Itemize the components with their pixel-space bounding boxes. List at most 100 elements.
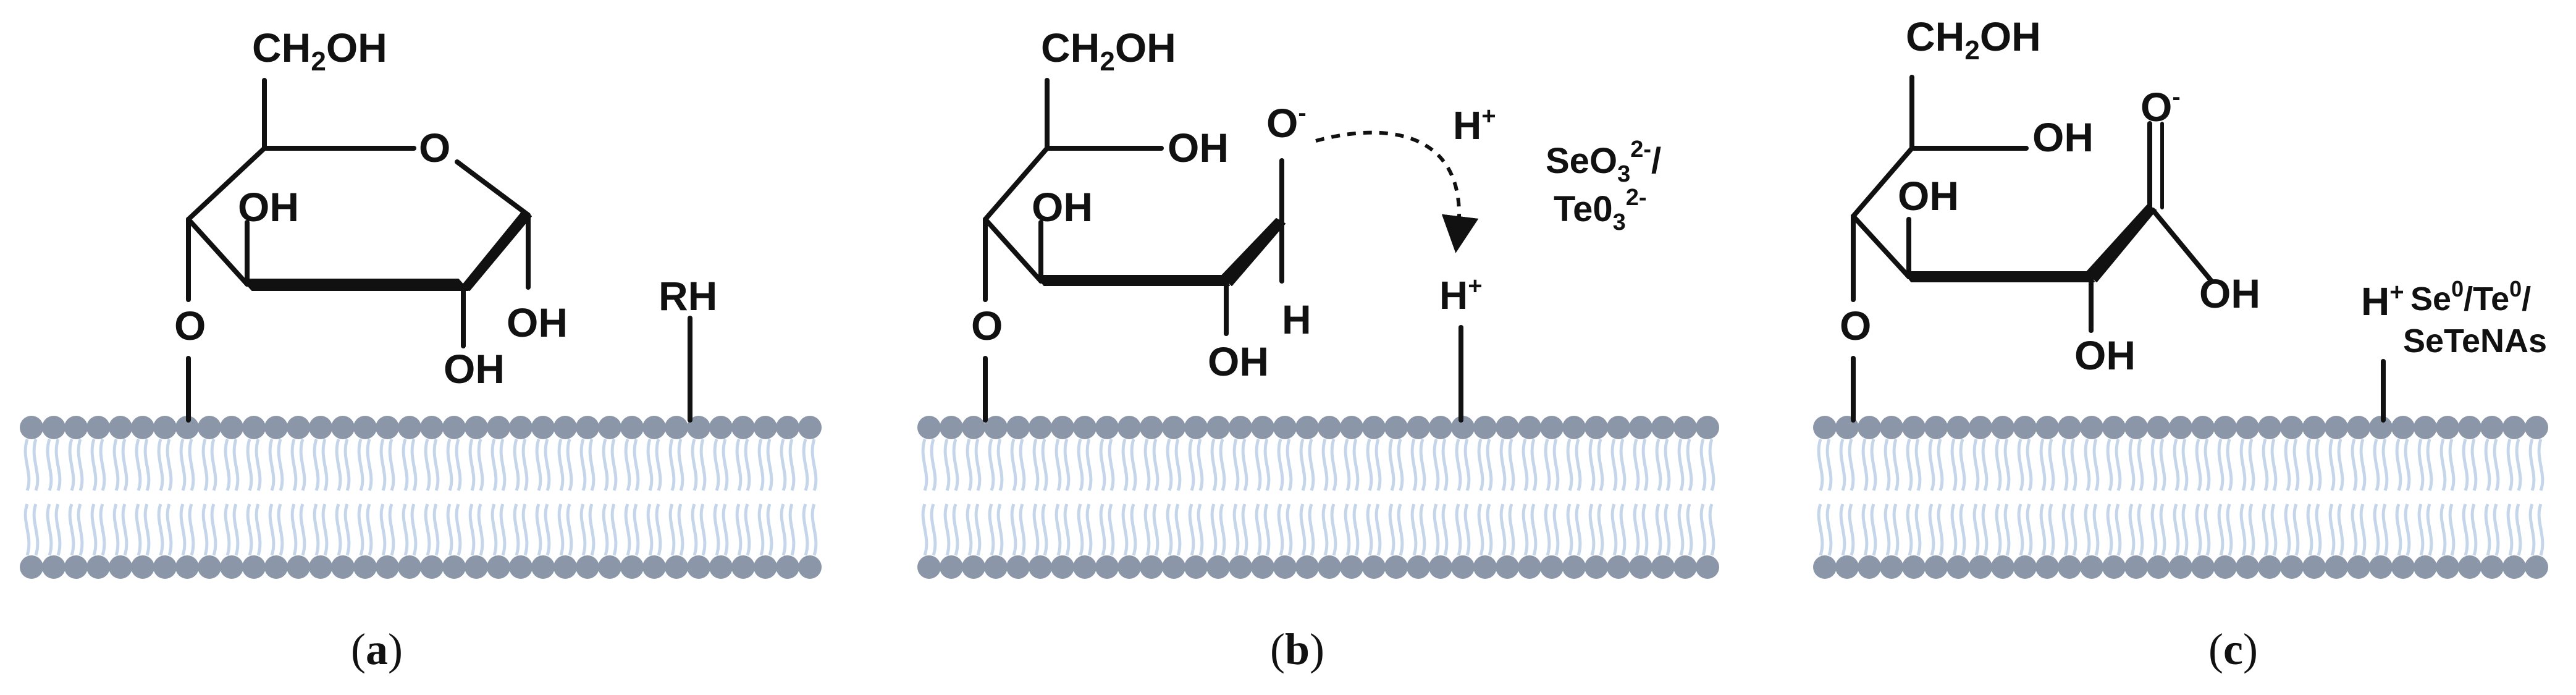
lipid-head [2058,416,2081,439]
lipid-head [1858,416,1881,439]
lipid-tail [1817,439,1824,491]
lipid-tail [1708,503,1715,556]
lipid-tail [1054,439,1062,491]
lipid-tail [2262,439,2269,491]
lipid-head [2480,555,2504,579]
lipid-tail [1241,439,1248,491]
lipid-head [1184,416,1208,439]
lipid-tail [135,439,142,491]
lipid-tail [1085,439,1093,491]
lipid-head [687,555,710,579]
lipid-tail [402,503,409,556]
lipid-head [2213,555,2237,579]
lipid-tail [1677,439,1685,491]
lipid-tail [246,503,253,556]
lipid-tail [988,503,995,556]
lipid-head [1651,416,1675,439]
lipid-bilayer-membrane-c [1813,416,2548,579]
linker-oxygen-b: O [971,303,1003,348]
lipid-head [984,555,1008,579]
lipid-tail [410,439,418,491]
lipid-head [665,416,688,439]
lipid-head [1429,416,1452,439]
lipid-tail [2337,503,2344,556]
lipid-head [20,416,43,439]
lipid-tail [1544,439,1551,491]
lipid-tail [1041,439,1048,491]
lipid-tail [1906,439,1913,491]
lipid-tail [744,439,751,491]
lipid-tail [255,439,262,491]
lipid-tail [277,503,284,556]
lipid-head [398,416,421,439]
lipid-tail [455,503,462,556]
lipid-tail [1188,439,1195,491]
lipid-tail [2128,503,2136,556]
lipid-tail [2262,503,2269,556]
lipid-tail [1441,439,1449,491]
lipid-tail [655,503,662,556]
lipid-tail [544,439,551,491]
lipid-head [531,416,555,439]
lipid-tail [490,503,498,556]
lipid-tail [2092,439,2100,491]
lipid-head [665,555,688,579]
lipid-tail [521,503,529,556]
lipid-head [1991,416,2014,439]
lipid-head [1140,555,1163,579]
lipid-head [1251,416,1274,439]
oh-c4-c: OH [2032,114,2094,160]
caption-a: (a) [351,625,403,674]
lipid-tail [1914,503,1922,556]
lipid-tail [588,503,596,556]
lipid-tail [1174,439,1182,491]
lipid-tail [988,439,995,491]
lipid-tail [974,439,982,491]
lipid-head [109,416,132,439]
lipid-head [2058,555,2081,579]
lipid-tail [1085,503,1093,556]
lipid-tail [921,503,928,556]
lipid-head [2035,416,2059,439]
lipid-tail [2248,439,2255,491]
lipid-head [1858,555,1881,579]
lipid-tail [1232,439,1240,491]
lipid-head [264,555,288,579]
lipid-head [2102,416,2126,439]
lipid-head [1162,416,1185,439]
lipid-head [1273,555,1297,579]
lipid-tail [780,439,787,491]
lipid-tail [2528,439,2536,491]
lipid-tail [2351,503,2358,556]
lipid-tail [1950,503,1958,556]
lipid-tail [1321,503,1329,556]
lipid-tail [1397,503,1404,556]
lipid-tail [1397,439,1404,491]
lipid-tail [1530,503,1538,556]
lipid-head [2458,555,2481,579]
lipid-tail [1486,503,1493,556]
lipid-head [917,416,941,439]
lipid-tail [1210,439,1218,491]
lipid-tail [1197,439,1204,491]
oh-bottom-a: OH [444,346,505,392]
lipid-head [509,555,532,579]
chain-bold-edge-c [1903,271,2095,282]
lipid-head [776,555,799,579]
linker-oxygen-c: O [1840,303,1871,348]
ring-oxygen-a: O [419,125,450,171]
lipid-tail [157,503,164,556]
lipid-head [1540,416,1564,439]
lipid-tail [1575,503,1582,556]
lipid-head [620,555,644,579]
lipid-head [754,416,777,439]
lipid-tail [1263,439,1271,491]
lipid-tail [2061,503,2069,556]
lipid-head [2325,416,2348,439]
lipid-tail [579,439,587,491]
lipid-tail [224,503,231,556]
lipid-tail [2173,439,2180,491]
lipid-tail [388,439,395,491]
lipid-head [86,555,110,579]
lipid-head [2147,555,2170,579]
